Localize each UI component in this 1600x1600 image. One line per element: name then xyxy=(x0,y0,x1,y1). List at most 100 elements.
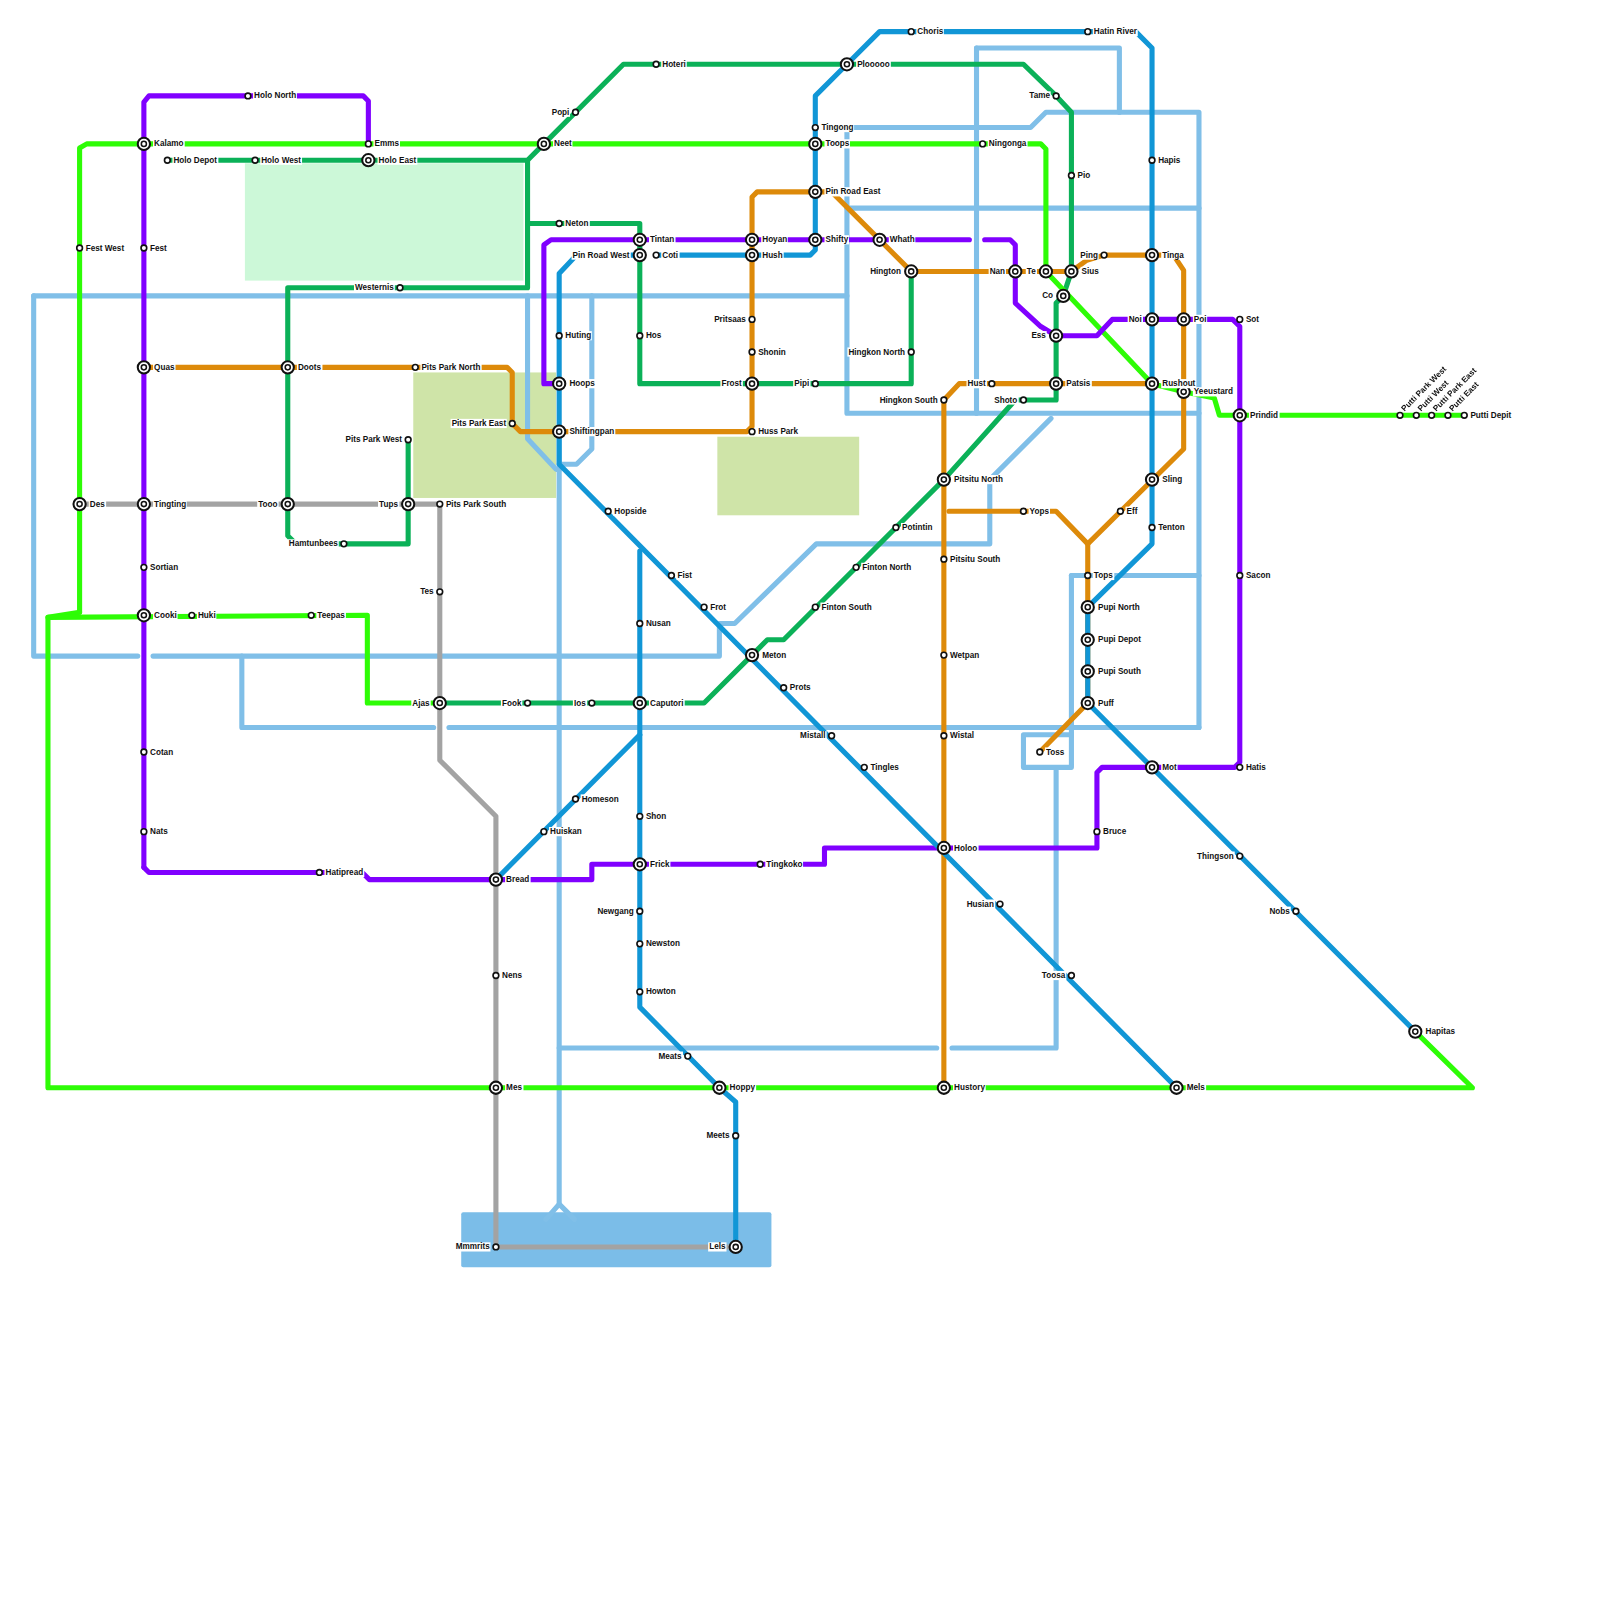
station-label: Quas xyxy=(153,363,175,372)
station-marker xyxy=(556,333,562,339)
station-label: Hust xyxy=(967,379,987,388)
station-label: Frot xyxy=(709,603,727,612)
station-label: Toss xyxy=(1045,747,1065,756)
interchange-marker-core xyxy=(749,653,754,658)
station-marker xyxy=(749,317,755,323)
interchange-marker-core xyxy=(141,613,146,618)
station-label: Prots xyxy=(789,683,812,692)
station-label: Coti xyxy=(661,251,679,260)
station-label: Te xyxy=(1026,267,1037,276)
interchange-marker xyxy=(1082,697,1094,709)
interchange-marker xyxy=(746,249,758,261)
station-label: Yeeustard xyxy=(1193,387,1234,396)
station-label: Newston xyxy=(645,939,681,948)
station-label: Westernis xyxy=(354,283,395,292)
interchange-marker xyxy=(138,138,150,150)
station-marker xyxy=(941,733,947,739)
interchange-marker-core xyxy=(1054,381,1059,386)
interchange-marker-core xyxy=(557,381,562,386)
interchange-marker xyxy=(841,58,853,70)
interchange-marker xyxy=(634,234,646,246)
interchange-marker xyxy=(138,361,150,373)
station-label: Finton South xyxy=(820,603,872,612)
interchange-marker xyxy=(1082,601,1094,613)
station-marker xyxy=(1037,749,1043,755)
interchange-marker-core xyxy=(813,189,818,194)
interchange-marker-core xyxy=(1149,317,1154,322)
station-label: Pits Park East xyxy=(451,419,508,428)
interchange-marker xyxy=(746,649,758,661)
station-marker xyxy=(941,652,947,658)
station-label: Nens xyxy=(501,971,523,980)
station-marker xyxy=(1149,157,1155,163)
station-marker xyxy=(164,157,170,163)
interchange-marker-core xyxy=(909,269,914,274)
station-label: Huss Park xyxy=(757,427,799,436)
station-label: Tups xyxy=(378,499,399,508)
interchange-marker-core xyxy=(1085,669,1090,674)
interchange-marker xyxy=(1009,265,1021,277)
station-label: Tingkoko xyxy=(765,860,803,869)
interchange-marker xyxy=(1040,265,1052,277)
station-marker xyxy=(1094,829,1100,835)
interchange-marker-core xyxy=(1085,637,1090,642)
interchange-marker xyxy=(1065,265,1077,277)
interchange-marker-core xyxy=(1149,765,1154,770)
station-marker xyxy=(493,973,499,979)
station-label: Hopside xyxy=(613,507,647,516)
interchange-marker-core xyxy=(437,701,442,706)
station-marker xyxy=(509,421,515,427)
interchange-marker xyxy=(1146,313,1158,325)
station-marker xyxy=(1461,412,1467,418)
station-marker xyxy=(1293,908,1299,914)
station-label: Huiskan xyxy=(549,827,583,836)
station-label: Hapis xyxy=(1157,156,1181,165)
interchange-marker xyxy=(1050,378,1062,390)
station-label: Thingson xyxy=(1196,852,1235,861)
station-label: Mels xyxy=(1186,1083,1206,1092)
station-marker xyxy=(573,109,579,115)
station-marker xyxy=(412,364,418,370)
interchange-marker xyxy=(282,361,294,373)
station-label: Tingong xyxy=(820,123,854,132)
interchange-marker xyxy=(1234,409,1246,421)
interchange-marker xyxy=(402,498,414,510)
station-label: Tenton xyxy=(1157,523,1186,532)
interchange-marker-core xyxy=(285,365,290,370)
interchange-marker-core xyxy=(541,141,546,146)
station-label: Tinga xyxy=(1161,251,1185,260)
station-marker xyxy=(77,245,83,251)
interchange-marker xyxy=(1057,290,1069,302)
station-label: Pupi Depot xyxy=(1097,635,1142,644)
station-label: Huki xyxy=(197,611,217,620)
station-marker xyxy=(757,861,763,867)
station-label: Shoto xyxy=(993,395,1018,404)
station-label: Pits Park North xyxy=(420,363,481,372)
station-label: Yops xyxy=(1029,507,1050,516)
interchange-marker-core xyxy=(1149,381,1154,386)
station-label: Eff xyxy=(1126,507,1139,516)
station-marker xyxy=(252,157,258,163)
interchange-marker xyxy=(1082,634,1094,646)
station-label: Toops xyxy=(824,139,850,148)
interchange-marker xyxy=(1178,313,1190,325)
station-marker xyxy=(853,564,859,570)
interchange-marker xyxy=(362,154,374,166)
interchange-marker xyxy=(905,265,917,277)
station-marker xyxy=(189,612,195,618)
interchange-marker-core xyxy=(406,502,411,507)
interchange-marker xyxy=(713,1082,725,1094)
interchange-marker xyxy=(809,138,821,150)
interchange-marker-core xyxy=(493,877,498,882)
station-label: Doots xyxy=(297,363,322,372)
interchange-marker xyxy=(1146,249,1158,261)
station-label: Cotan xyxy=(149,747,174,756)
station-label: Popi xyxy=(551,108,571,117)
interchange-marker-core xyxy=(749,381,754,386)
interchange-marker xyxy=(282,498,294,510)
interchange-marker-core xyxy=(877,237,882,242)
station-label: Holo Depot xyxy=(172,156,218,165)
station-label: Tingting xyxy=(153,499,187,508)
